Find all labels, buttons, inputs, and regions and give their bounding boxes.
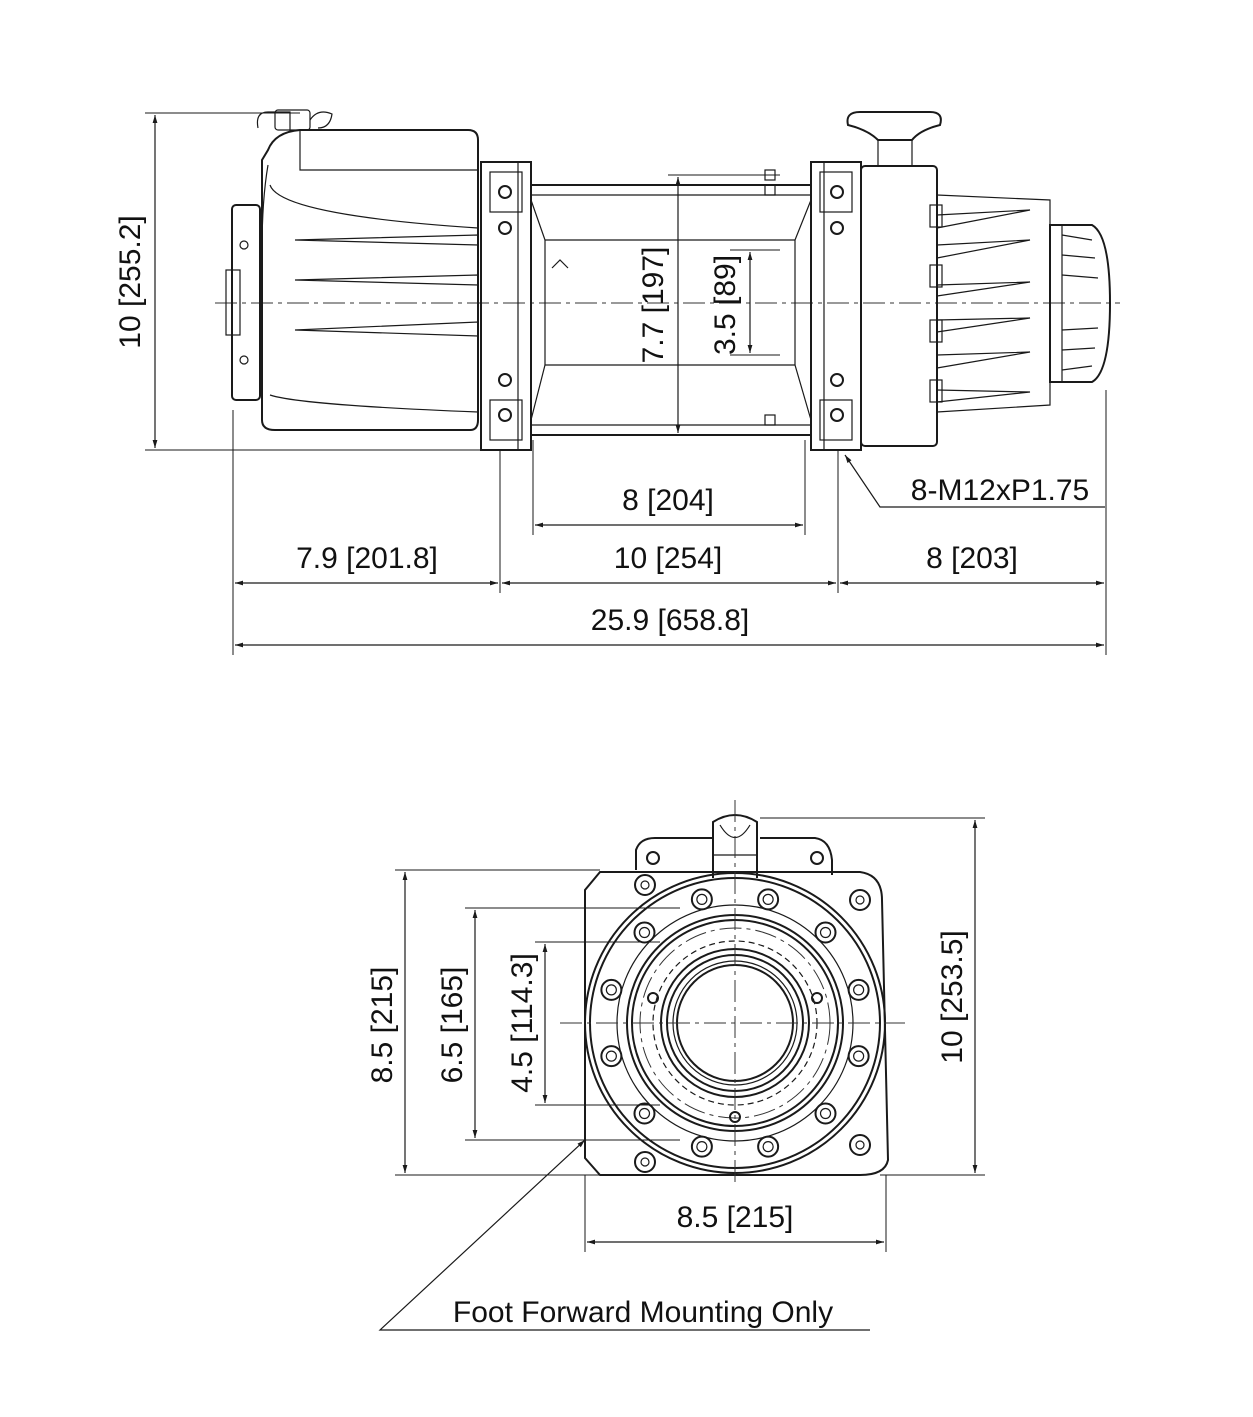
end-housing (584, 871, 890, 1176)
bolt-icon (830, 408, 844, 422)
dim-gearbox-length: 8 [203] (926, 542, 1018, 575)
right-tie-plate (810, 161, 862, 451)
corner-bolts (634, 874, 871, 1173)
bolt-icon (814, 1102, 837, 1125)
mount-bolt-icon (634, 1151, 656, 1173)
bolt-spec-callout: 8-M12xP1.75 (911, 474, 1089, 507)
plate-bolts (498, 185, 844, 422)
bolt-icon (600, 978, 623, 1001)
motor-housing (256, 109, 479, 431)
brake-end-cap (1049, 224, 1112, 383)
bolt-icon (690, 1135, 713, 1158)
bolt-icon (847, 978, 870, 1001)
bolt-icon (498, 185, 512, 199)
bolt-icon (498, 221, 512, 235)
bolt-icon (830, 373, 844, 387)
gearbox-housing (846, 111, 1051, 447)
bolt-icon (633, 921, 656, 944)
clutch-handle (846, 111, 942, 141)
bolt-icon (498, 373, 512, 387)
bolt-icon (757, 1135, 780, 1158)
dim-bolt-spacing: 10 [254] (614, 542, 722, 575)
top-bracket (635, 814, 833, 878)
bolt-icon (729, 1111, 741, 1123)
mounting-note: Foot Forward Mounting Only (453, 1296, 833, 1329)
bolt-icon (600, 1045, 623, 1068)
mount-bolt-icon (634, 874, 656, 896)
dim-motor-length: 7.9 [201.8] (296, 542, 438, 575)
bolt-icon (498, 408, 512, 422)
dim-height-total: 10 [255.2] (114, 215, 147, 348)
bolt-icon (830, 185, 844, 199)
flange-bolts (600, 888, 870, 1158)
dim-foot-height: 8.5 [215] (366, 967, 399, 1084)
motor-end-cap (225, 204, 261, 401)
dim-foot-width: 8.5 [215] (677, 1201, 794, 1234)
bolt-icon (811, 992, 823, 1004)
end-view: 8.5 [215] 6.5 [165] 4.5 [114.3] 10 [253.… (366, 800, 985, 1331)
bolt-icon (647, 992, 659, 1004)
dim-bolt-height-outer: 6.5 [165] (436, 967, 469, 1084)
bolt-icon (847, 1045, 870, 1068)
dim-overall-length: 25.9 [658.8] (591, 604, 749, 637)
dim-overall-height: 10 [253.5] (936, 930, 969, 1063)
bolt-icon (814, 921, 837, 944)
dim-drum-core-diameter: 3.5 [89] (709, 255, 742, 355)
bolt-icon (830, 221, 844, 235)
bolt-icon (757, 888, 780, 911)
bolt-icon (690, 888, 713, 911)
dim-bolt-height-inner: 4.5 [114.3] (506, 953, 539, 1093)
dim-drum-flange-diameter: 7.7 [197] (637, 247, 670, 364)
mount-bolt-icon (849, 889, 871, 911)
bolt-icon (633, 1102, 656, 1125)
side-view: 10 [255.2] 7.7 [197] 3.5 [89] 8 [204] 8-… (114, 109, 1120, 655)
mount-bolt-icon (849, 1134, 871, 1156)
dim-drum-length: 8 [204] (622, 484, 714, 517)
left-tie-plate (480, 161, 532, 451)
